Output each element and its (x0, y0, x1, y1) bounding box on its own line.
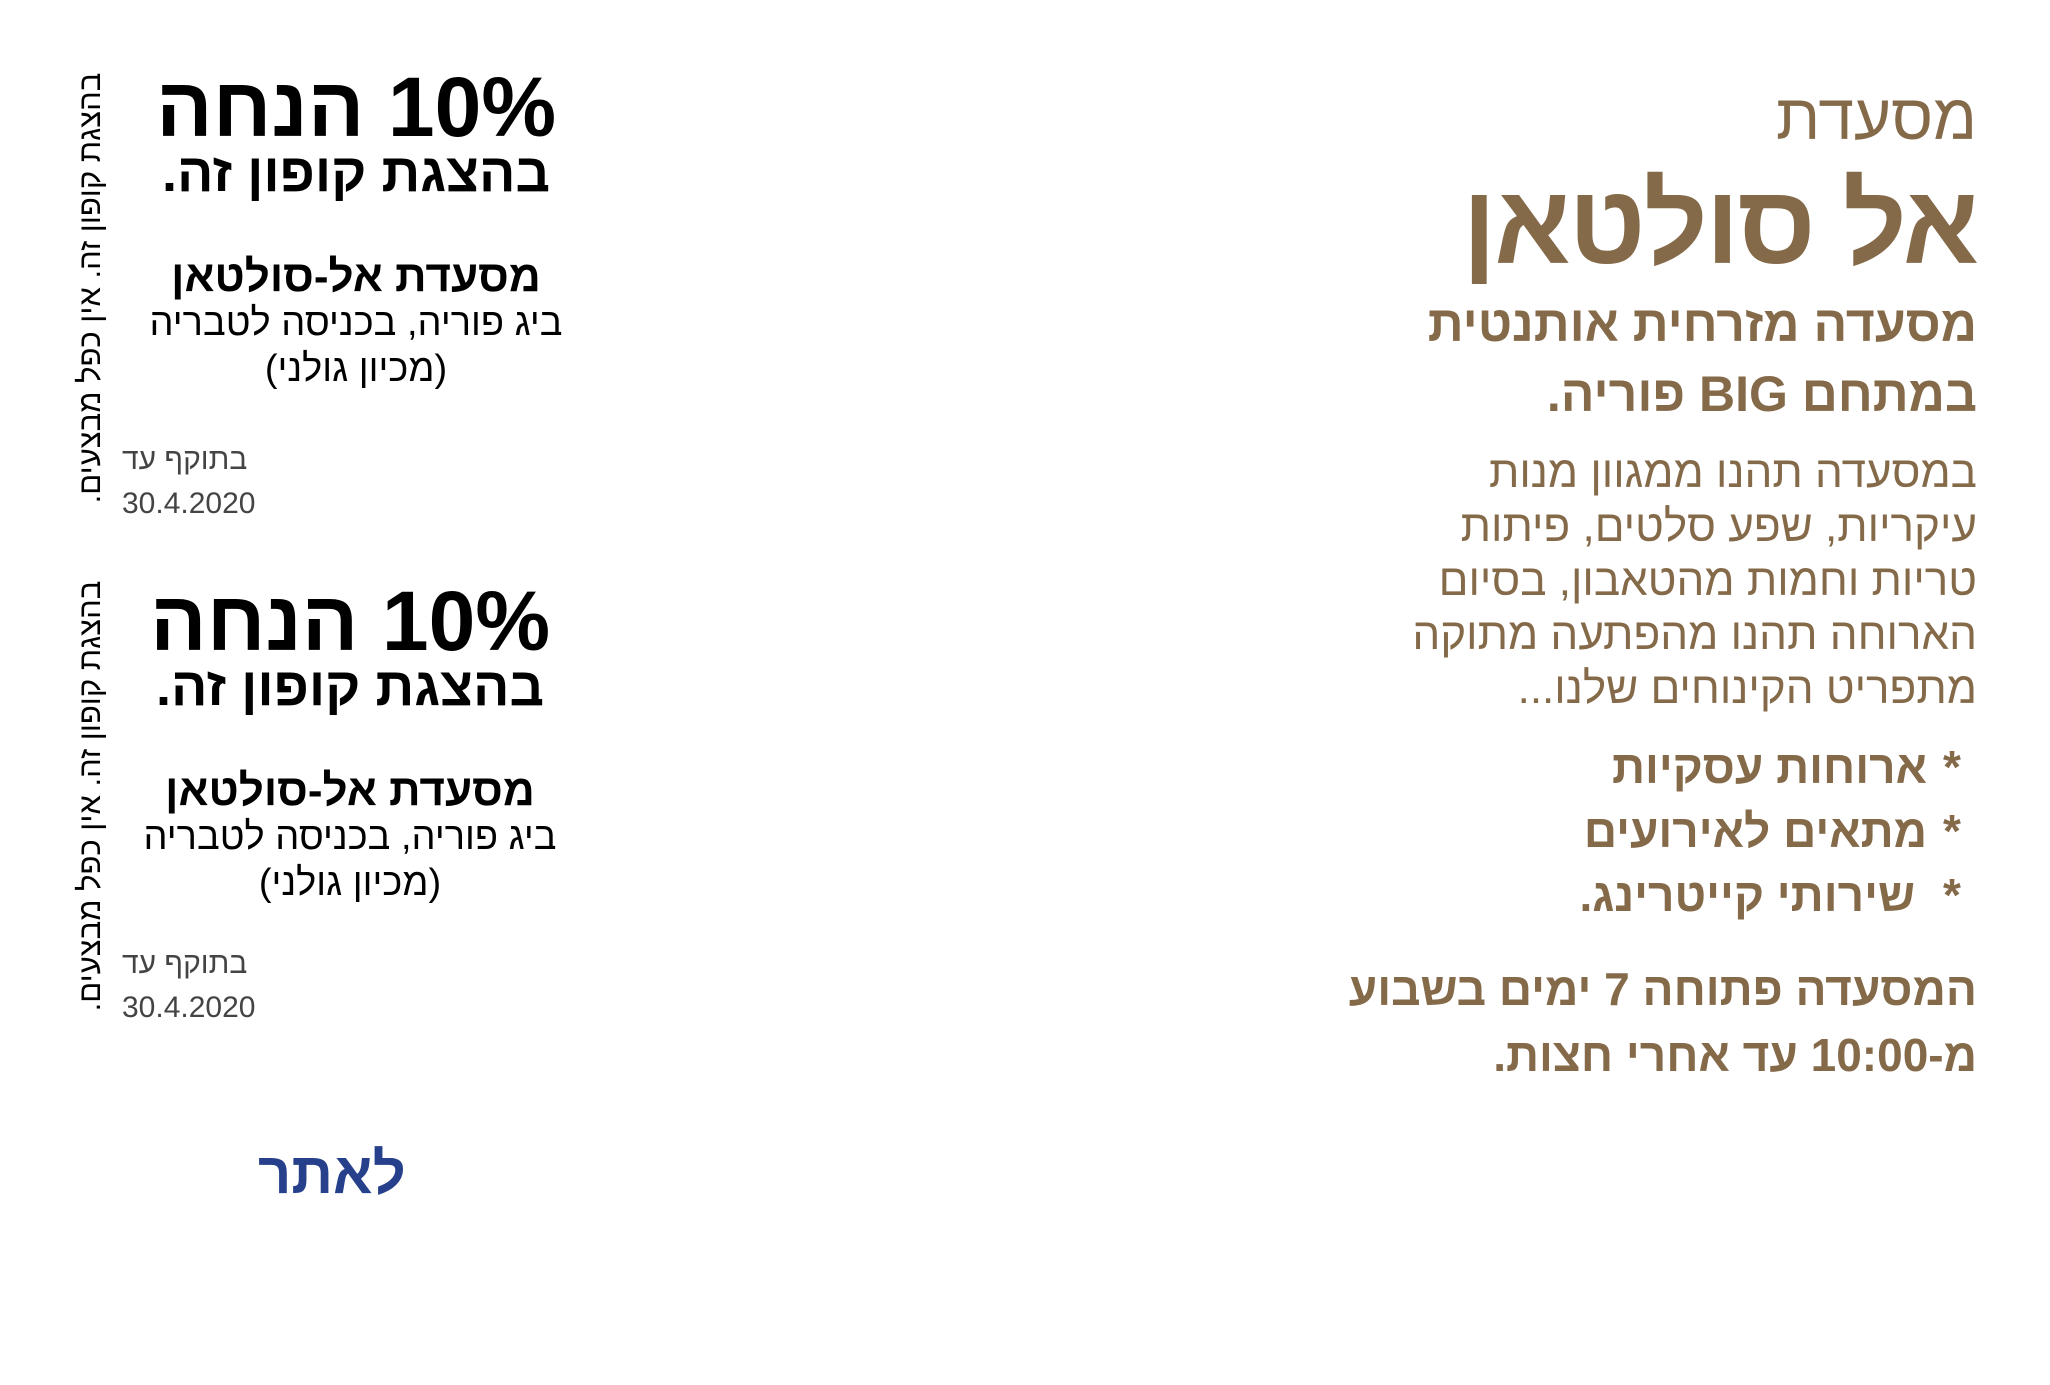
bullet-marker: * (1943, 741, 1961, 793)
bullet-item: * שירותי קייטרינג. (1580, 868, 1978, 922)
bullet-text: שירותי קייטרינג. (1579, 869, 1916, 921)
valid-date: 30.4.2020 (122, 487, 256, 520)
coupon-discount: 10% הנחה (155, 60, 557, 154)
description-line: במסעדה תהנו ממגוון מנות (1488, 448, 1977, 497)
bullet-item: * מתאים לאירועים (1584, 804, 1977, 858)
description-line: הארוחה תהנו מהפתעה מתוקה (1412, 610, 1977, 659)
valid-label: בתוקף עד (122, 947, 248, 980)
coupon-condition: בהצגת קופון זה. (161, 143, 551, 203)
description-line: מתפריט הקינוחים שלנו... (1517, 664, 1977, 713)
subtitle-line-2: במתחם BIG פוריה. (1546, 366, 1977, 422)
coupon-validity: בתוקף עד 30.4.2020 (122, 438, 255, 526)
coupon-side-note: בהצגת קופון זה. אין כפל מבצעים. (72, 580, 107, 1012)
bullet-marker: * (1943, 805, 1961, 857)
hours-line-1: המסעדה פתוחה 7 ימים בשבוע (1348, 963, 1977, 1015)
coupon-address: ביג פוריה, בכניסה לטבריה (149, 302, 563, 344)
valid-date: 30.4.2020 (122, 991, 256, 1024)
valid-label: בתוקף עד (122, 443, 248, 476)
coupon-landmark: (מכיון גולני) (258, 862, 442, 904)
description-line: טריות וחמות מהטאבון, בסיום (1438, 556, 1977, 605)
subtitle-line-1: מסעדה מזרחית אותנטית (1427, 296, 1977, 352)
description-line: עיקריות, שפע סלטים, פיתות (1460, 502, 1977, 551)
coupon-restaurant-name: מסעדת אל-סולטאן (171, 252, 541, 301)
coupon-condition: בהצגת קופון זה. (155, 657, 545, 717)
bullet-marker: * (1943, 869, 1961, 921)
coupon-discount: 10% הנחה (149, 574, 551, 668)
description: במסעדה תהנו ממגוון מנות עיקריות, שפע סלט… (1412, 446, 1977, 716)
coupon-restaurant-name: מסעדת אל-סולטאן (165, 766, 535, 815)
coupon-side-note: בהצגת קופון זה. אין כפל מבצעים. (72, 72, 107, 504)
title-small: מסעדת (1776, 81, 1977, 153)
coupon-landmark: (מכיון גולני) (264, 348, 448, 390)
coupon: בהצגת קופון זה. אין כפל מבצעים. 10% הנחה… (40, 50, 563, 570)
coupon-address: ביג פוריה, בכניסה לטבריה (143, 816, 557, 858)
coupon: בהצגת קופון זה. אין כפל מבצעים. 10% הנחה… (34, 558, 557, 1078)
coupon-validity: בתוקף עד 30.4.2020 (122, 942, 255, 1030)
site-link[interactable]: לאתר (258, 1141, 406, 1206)
restaurant-title: אל סולטאן (1462, 162, 1979, 287)
bullet-text: מתאים לאירועים (1583, 805, 1927, 857)
hours-line-2: מ-10:00 עד אחרי חצות. (1493, 1029, 1977, 1081)
bullet-text: ארוחות עסקיות (1611, 741, 1927, 793)
bullet-item: * ארוחות עסקיות (1612, 740, 1977, 794)
